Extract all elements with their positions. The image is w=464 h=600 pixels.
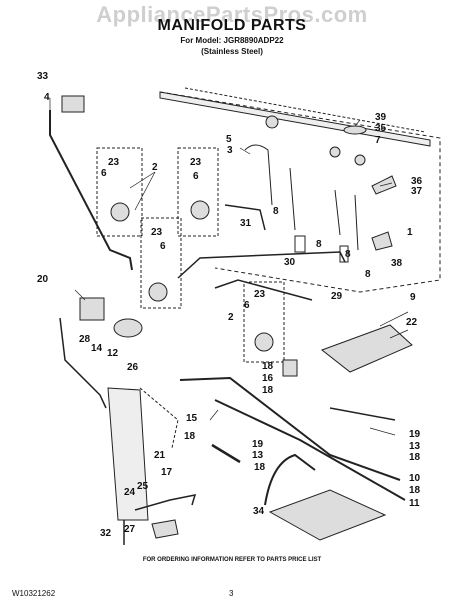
watermark: AppliancePartsPros.com bbox=[96, 2, 368, 27]
callout-4: 4 bbox=[44, 92, 50, 103]
tube-30 bbox=[177, 251, 346, 279]
inlet-pipe-4 bbox=[49, 110, 133, 271]
callout-6b: 6 bbox=[193, 171, 199, 182]
callout-8a: 8 bbox=[273, 206, 279, 217]
orifice-elbows bbox=[244, 144, 359, 263]
callout-19b: 19 bbox=[409, 429, 421, 440]
electrode-19 bbox=[329, 407, 396, 421]
callout-30: 30 bbox=[284, 257, 296, 268]
callout-2a: 2 bbox=[152, 162, 158, 173]
callout-13b: 13 bbox=[409, 441, 421, 452]
callout-24: 24 bbox=[124, 487, 136, 498]
callout-23b: 23 bbox=[190, 157, 202, 168]
callout-18d: 18 bbox=[254, 462, 266, 473]
callout-7: 7 bbox=[375, 135, 381, 146]
leader-lines bbox=[49, 98, 409, 436]
callout-16: 16 bbox=[262, 373, 274, 384]
callout-27: 27 bbox=[124, 524, 136, 535]
callout-3: 3 bbox=[227, 145, 233, 156]
regulator-12 bbox=[113, 318, 143, 338]
callout-29: 29 bbox=[331, 291, 343, 302]
callout-11: 11 bbox=[409, 498, 420, 509]
callout-6d: 6 bbox=[244, 300, 250, 311]
callout-37: 37 bbox=[411, 186, 423, 197]
callout-38: 38 bbox=[391, 258, 403, 269]
callout-8c: 8 bbox=[345, 249, 351, 260]
electrode-19b bbox=[211, 443, 241, 464]
callout-25: 25 bbox=[137, 481, 149, 492]
callout-6a: 6 bbox=[101, 168, 107, 179]
callout-8b: 8 bbox=[316, 239, 322, 250]
bracket-18 bbox=[282, 359, 298, 377]
clip-32 bbox=[151, 519, 179, 539]
valves bbox=[110, 200, 274, 352]
callout-23d: 23 bbox=[254, 289, 266, 300]
callout-35: 35 bbox=[375, 123, 387, 134]
callout-20: 20 bbox=[37, 274, 49, 285]
callout-39: 39 bbox=[375, 112, 387, 123]
document-id: W10321262 bbox=[12, 589, 56, 598]
heat-shield-22 bbox=[320, 324, 413, 373]
burner-tubes bbox=[179, 376, 406, 506]
callout-28: 28 bbox=[79, 334, 91, 345]
callout-21: 21 bbox=[154, 450, 166, 461]
cap-35 bbox=[343, 125, 367, 135]
callout-10: 10 bbox=[409, 473, 421, 484]
callout-14: 14 bbox=[91, 343, 103, 354]
callout-5: 5 bbox=[226, 134, 232, 145]
callout-1: 1 bbox=[407, 227, 413, 238]
finish-line: (Stainless Steel) bbox=[201, 47, 263, 56]
ordering-note: FOR ORDERING INFORMATION REFER TO PARTS … bbox=[142, 557, 322, 563]
callout-18c: 18 bbox=[184, 431, 196, 442]
callout-18f: 18 bbox=[409, 485, 421, 496]
callout-33: 33 bbox=[37, 71, 49, 82]
callout-23a: 23 bbox=[108, 157, 120, 168]
callout-18e: 18 bbox=[409, 452, 421, 463]
callout-34: 34 bbox=[253, 506, 265, 517]
callout-8d: 8 bbox=[365, 269, 371, 280]
callout-36: 36 bbox=[411, 176, 423, 187]
callout-12: 12 bbox=[107, 348, 119, 359]
callout-13a: 13 bbox=[252, 450, 264, 461]
bracket-26 bbox=[107, 387, 149, 521]
callout-23c: 23 bbox=[151, 227, 163, 238]
callout-6c: 6 bbox=[160, 241, 166, 252]
harness-17 bbox=[134, 494, 197, 511]
frame-outline bbox=[159, 91, 441, 293]
model-line: For Model: JGR8890ADP22 bbox=[180, 36, 284, 45]
tube-29 bbox=[214, 279, 313, 301]
callout-15: 15 bbox=[186, 413, 198, 424]
fitting-33 bbox=[61, 95, 85, 113]
callout-19a: 19 bbox=[252, 439, 264, 450]
callout-17: 17 bbox=[161, 467, 173, 478]
manifold-pipe bbox=[159, 87, 431, 166]
page-number: 3 bbox=[229, 589, 234, 598]
clip-38 bbox=[371, 231, 393, 251]
callout-9: 9 bbox=[410, 292, 416, 303]
callout-18b: 18 bbox=[262, 385, 274, 396]
tube-14 bbox=[59, 317, 107, 409]
callout-2b: 2 bbox=[228, 312, 234, 323]
callout-31: 31 bbox=[240, 218, 252, 229]
callout-18a: 18 bbox=[262, 361, 274, 372]
tray-34 bbox=[268, 489, 387, 541]
callout-32: 32 bbox=[100, 528, 112, 539]
callout-26: 26 bbox=[127, 362, 139, 373]
valve-boxes bbox=[96, 147, 285, 363]
tube-31 bbox=[224, 204, 266, 231]
bracket-28 bbox=[79, 297, 105, 321]
callout-22: 22 bbox=[406, 317, 418, 328]
page-title: MANIFOLD PARTS bbox=[157, 17, 307, 34]
